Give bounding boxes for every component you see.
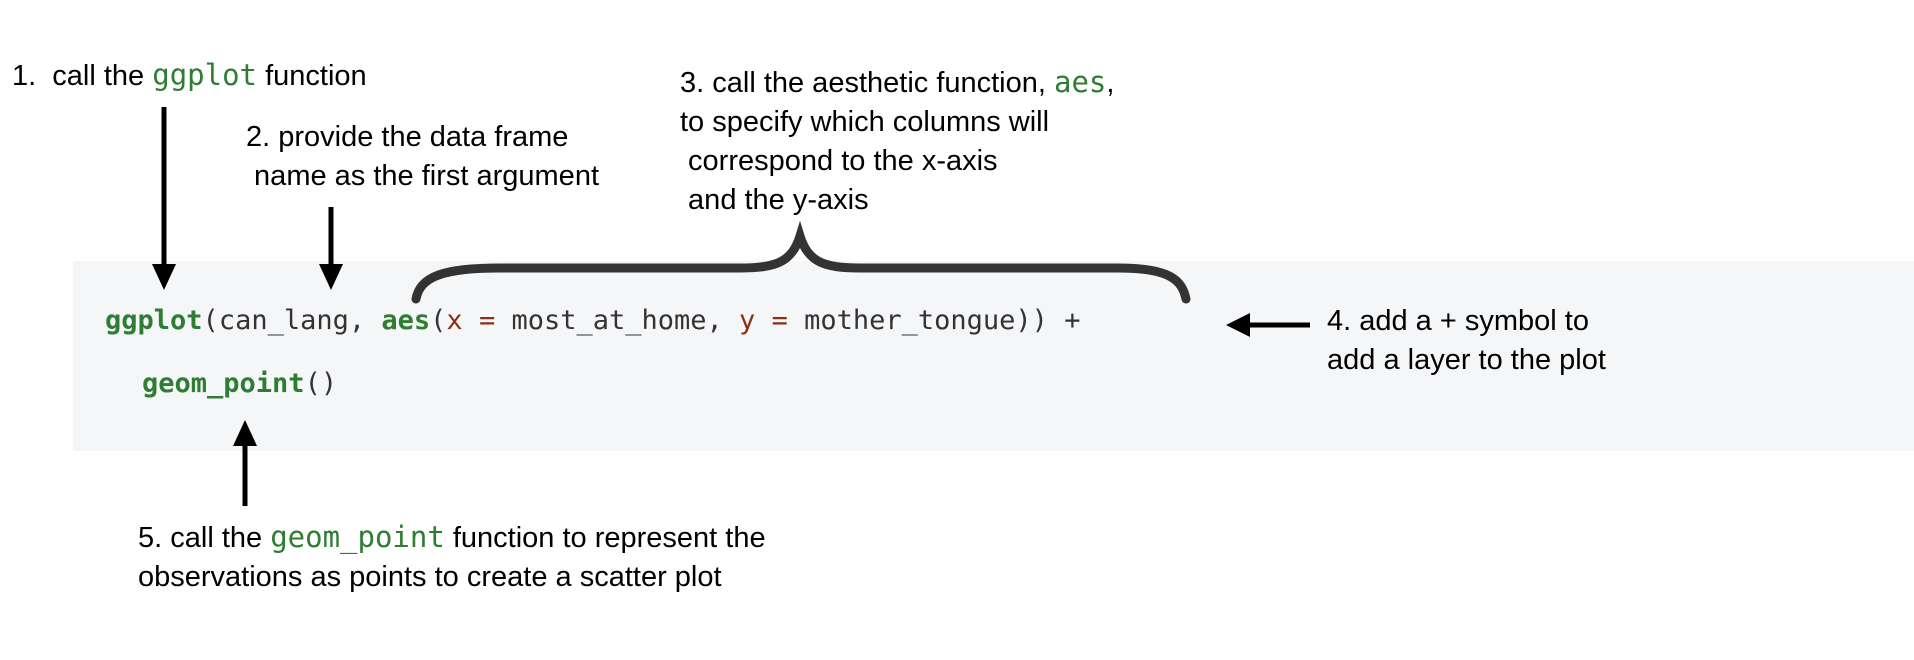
annotation-step-4-line-2: add a layer to the plot — [1327, 344, 1606, 376]
brace-aes-icon — [411, 220, 1191, 304]
code-line-geom-point: geom_point() — [142, 366, 337, 402]
annotation-step-3-code: aes — [1054, 65, 1107, 99]
annotation-step-5-code: geom_point — [270, 520, 445, 554]
code-aes-open: ( — [430, 305, 447, 336]
annotation-step-1-suffix: function — [257, 60, 367, 92]
code-fn-aes: aes — [381, 305, 431, 336]
annotation-step-3-line-3: correspond to the x-axis — [680, 145, 998, 177]
annotation-step-2-line-1: 2. provide the data frame — [246, 121, 569, 153]
arrow-step-4-icon — [1226, 313, 1310, 337]
code-fn-ggplot: ggplot — [105, 305, 203, 336]
code-fn-geom-point: geom_point — [142, 368, 305, 399]
annotation-step-3-line-4: and the y-axis — [680, 184, 869, 216]
annotation-step-1-code: ggplot — [152, 58, 258, 92]
annotation-step-5-line-1: 5. call the geom_point function to repre… — [138, 518, 766, 558]
arrow-step-1-icon — [152, 107, 176, 290]
code-data-arg: can_lang, — [218, 305, 382, 336]
annotation-step-2: 2. provide the data frame name as the fi… — [246, 118, 599, 196]
code-block — [73, 261, 1914, 451]
code-eq-1: = — [462, 305, 512, 336]
annotation-step-3: 3. call the aesthetic function, aes,to s… — [680, 63, 1114, 220]
annotation-step-4-line-1: 4. add a + symbol to — [1327, 305, 1589, 337]
annotation-step-4: 4. add a + symbol to add a layer to the p… — [1327, 302, 1606, 380]
code-parens: () — [304, 368, 338, 399]
annotation-step-5: 5. call the geom_point function to repre… — [138, 518, 766, 597]
arrow-step-5-icon — [233, 420, 257, 506]
annotation-step-1: 1. call the ggplot function — [12, 56, 367, 96]
annotation-step-3-line-1: 3. call the aesthetic function, aes, — [680, 63, 1114, 103]
annotation-step-2-line-2: name as the first argument — [246, 160, 599, 192]
annotation-step-5-line-2: observations as points to create a scatt… — [138, 561, 722, 593]
code-open-paren: ( — [202, 305, 219, 336]
code-y-value: mother_tongue — [804, 305, 1016, 336]
annotation-step-3-suffix: , — [1106, 67, 1115, 99]
annotation-step-5-suffix: function to represent the — [444, 522, 766, 554]
annotation-step-3-line-2: to specify which columns will — [680, 106, 1050, 138]
annotation-step-3-prefix: 3. call the aesthetic function, — [680, 67, 1054, 99]
arrow-step-2-icon — [319, 207, 343, 290]
annotation-step-5-prefix: 5. call the — [138, 522, 271, 554]
annotation-step-1-prefix: 1. call the — [12, 60, 153, 92]
code-x-name: x — [446, 305, 463, 336]
code-close: )) + — [1015, 305, 1081, 336]
code-eq-2: = — [755, 305, 805, 336]
code-line-ggplot: ggplot(can_lang, aes(x = most_at_home, y… — [105, 303, 1080, 339]
code-y-name: y — [739, 305, 756, 336]
code-x-value: most_at_home, — [511, 305, 740, 336]
